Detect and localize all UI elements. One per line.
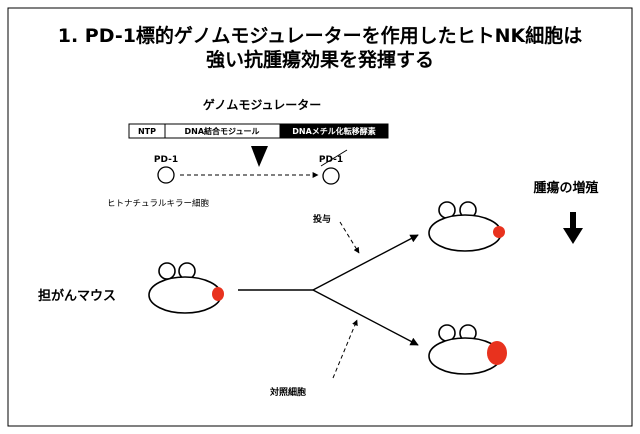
pd1-strike: [320, 149, 348, 167]
pd1-label-before: PD-1: [154, 155, 178, 165]
segment-dna-methyl: [279, 123, 389, 139]
down-arrow-icon: [563, 212, 583, 244]
control-label: 対照細胞: [269, 386, 306, 398]
tumor-mouse-label: 担がんマウス: [38, 288, 116, 304]
nk-cell-before: [157, 166, 175, 184]
administration-label: 投与: [313, 213, 331, 225]
construct-name: ゲノムモジュレーター: [203, 97, 322, 112]
nk-cell-label: ヒトナチュラルキラー細胞: [107, 198, 210, 209]
mouse-body: [148, 276, 222, 314]
segment-ntp-label: NTP: [138, 127, 156, 136]
tumor-mark: [493, 226, 505, 238]
title-line-2: 強い抗腫瘍効果を発揮する: [206, 48, 434, 71]
control-arrow: [332, 319, 358, 379]
construct-bar: NTP DNA結合モジュール DNAメチル化転移酵素: [128, 123, 389, 139]
tumor-mark: [212, 287, 224, 301]
branch-down-arrow: [312, 289, 419, 346]
segment-dna-binding-label: DNA結合モジュール: [185, 126, 260, 136]
administration-arrow: [339, 221, 360, 254]
down-triangle-icon: [251, 146, 268, 167]
treated-mouse: [428, 201, 505, 252]
mouse-body: [428, 214, 502, 252]
nk-cell-after: [322, 167, 340, 185]
title-line-1: 1. PD-1標的ゲノムモジュレーターを作用したヒトNK細胞は: [58, 24, 583, 47]
mouse-ear: [158, 262, 176, 280]
slide-frame: [7, 7, 633, 427]
control-mouse: [428, 324, 507, 375]
tumor-mouse: [148, 262, 224, 314]
tumor-growth-label: 腫瘍の増殖: [533, 180, 598, 196]
branch-up-arrow: [312, 234, 419, 291]
tumor-mark: [487, 341, 507, 365]
segment-dna-methyl-label: DNAメチル化転移酵素: [292, 126, 376, 136]
